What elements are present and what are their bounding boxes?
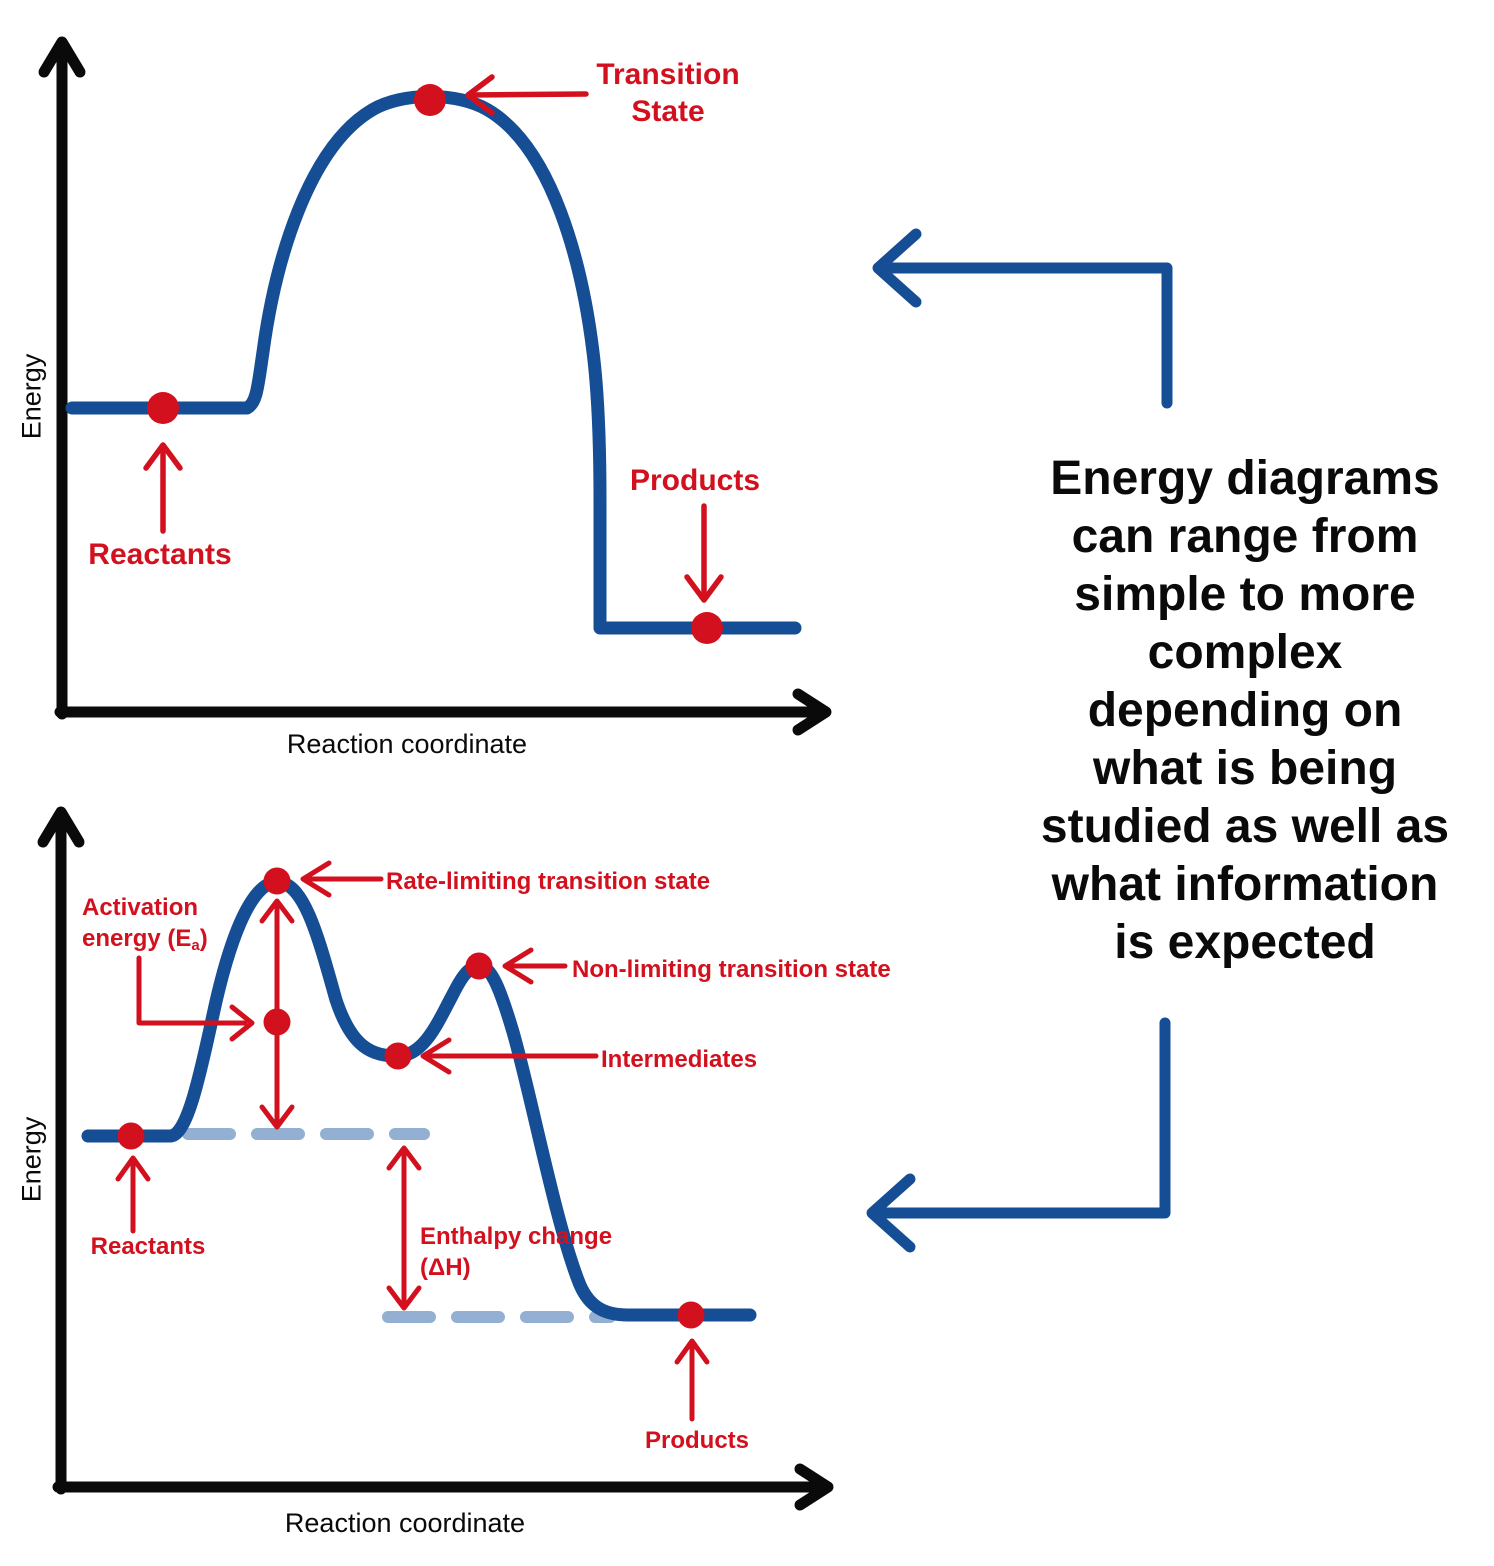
bottom-products-label: Products [644, 1427, 749, 1454]
top-diagram [38, 36, 832, 736]
enthalpy-change-label: Enthalpy change (ΔH) [420, 1223, 613, 1281]
top-transition-state-point [414, 84, 446, 116]
bottom-x-axis-label: Reaction coordinate [284, 1508, 526, 1538]
note-line: studied as well as [1040, 800, 1450, 853]
top-reactants-point [147, 392, 179, 424]
top-products-point [691, 612, 723, 644]
bottom-energy-curve [81, 875, 757, 1322]
note-line: can range from [1071, 510, 1419, 563]
note-line: Energy diagrams [1050, 452, 1440, 505]
bottom-products-point [677, 1301, 705, 1329]
activation-energy-text: Activation energy (E [82, 894, 199, 952]
intermediates-arrow [420, 1037, 599, 1075]
bottom-products-arrow [674, 1338, 710, 1422]
top-reactants-label: Reactants [88, 538, 232, 571]
intermediates-point [384, 1042, 412, 1070]
non-limiting-label: Non-limiting transition state [572, 956, 891, 983]
top-products-arrow [684, 503, 724, 603]
non-limiting-arrow [502, 947, 568, 985]
top-y-axis-arrowhead-icon [38, 36, 86, 78]
activation-energy-close-paren: ) [199, 925, 208, 952]
top-transition-state-arrow [465, 74, 589, 116]
bottom-y-axis-arrowhead-icon [37, 806, 85, 848]
bottom-diagram [37, 806, 834, 1511]
top-products-label: Products [629, 464, 761, 497]
rate-limiting-label: Rate-limiting transition state [386, 868, 711, 895]
bottom-reactants-label: Reactants [90, 1233, 206, 1260]
enthalpy-double-arrow [386, 1145, 422, 1311]
note-line: complex [1147, 626, 1343, 679]
activation-energy-subscript: a [191, 937, 200, 954]
note-pointer-arrow-top [872, 228, 1173, 409]
rate-limiting-arrow [300, 860, 384, 898]
top-energy-curve [65, 90, 802, 635]
non-limiting-ts-point [465, 952, 493, 980]
activation-energy-label: Activation energy (Ea) [82, 892, 257, 957]
note-text: Energy diagrams can range from simple to… [1025, 450, 1465, 972]
top-y-axis-label: Energy [16, 353, 47, 440]
note-line: what information [1051, 858, 1439, 911]
note-line: simple to more [1074, 568, 1416, 621]
activation-energy-pointer-arrow [136, 955, 255, 1042]
activation-energy-double-arrow [259, 898, 295, 1130]
top-x-axis-label: Reaction coordinate [286, 729, 528, 759]
top-x-axis-arrowhead-icon [792, 688, 832, 736]
top-transition-state-label: Transition State [596, 58, 740, 128]
bottom-reactants-point [117, 1122, 145, 1150]
note-line: is expected [1114, 916, 1376, 969]
bottom-reactants-arrow [115, 1155, 151, 1234]
top-reactants-arrow [143, 442, 183, 534]
note-line: depending on [1087, 684, 1403, 737]
note-pointer-arrow-bottom [866, 1017, 1171, 1253]
bottom-x-axis-arrowhead-icon [794, 1463, 834, 1511]
bottom-y-axis-label: Energy [16, 1116, 47, 1203]
rate-limiting-ts-point [263, 867, 291, 895]
note-line: what is being [1092, 742, 1398, 795]
intermediates-label: Intermediates [601, 1046, 758, 1073]
